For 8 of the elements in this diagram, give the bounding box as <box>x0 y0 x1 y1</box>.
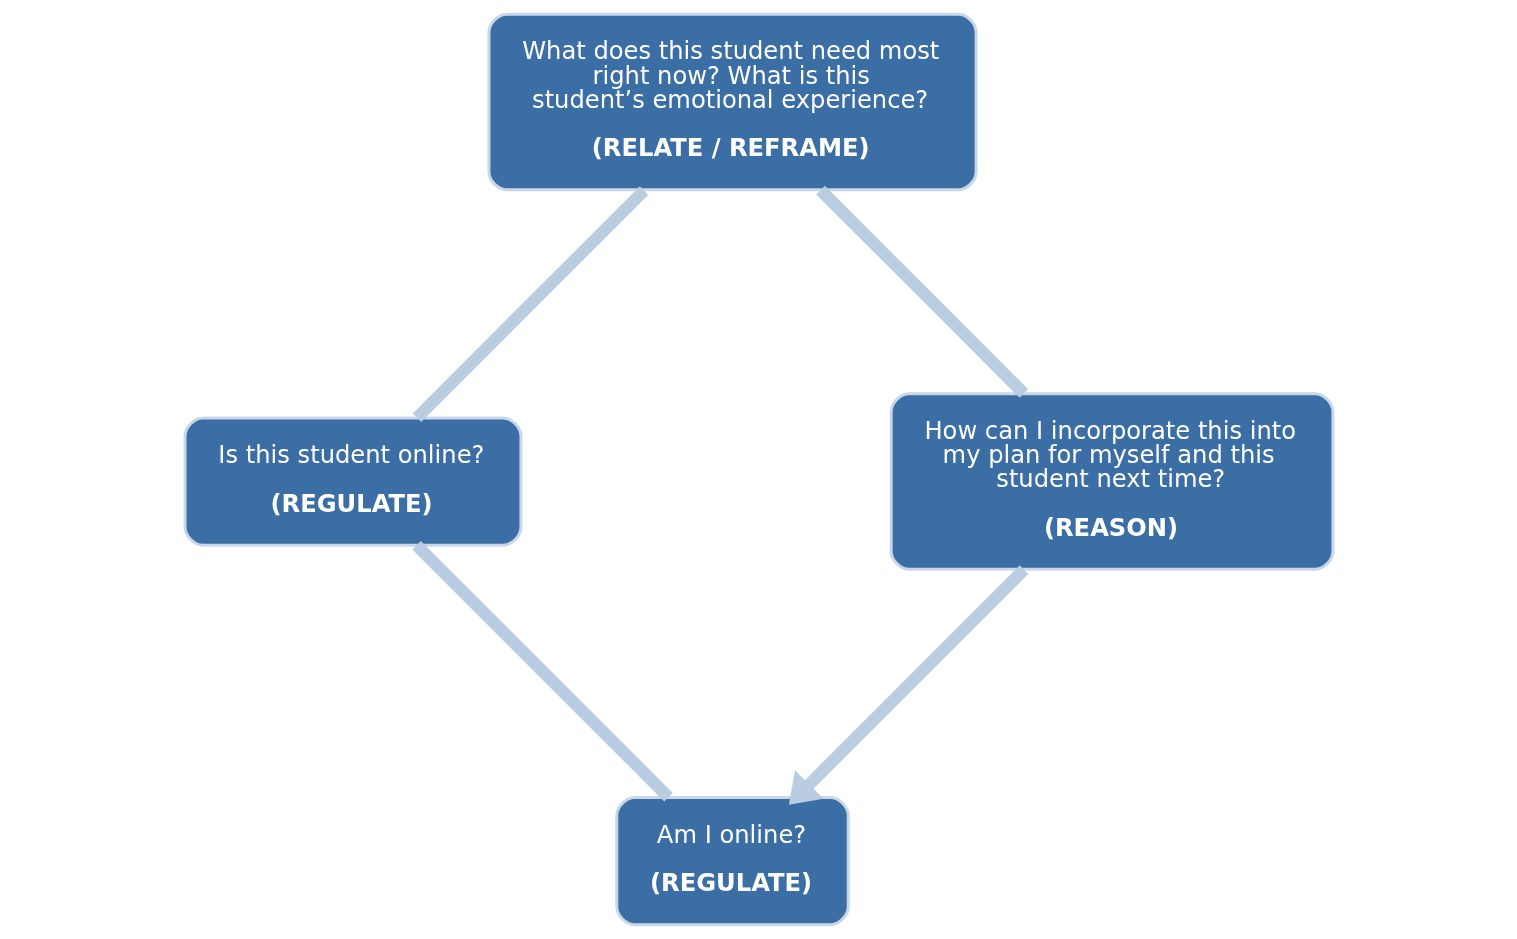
node-box: How can I incorporate this into my plan for myself and this student next time? (REASON) <box>889 392 1334 571</box>
node-box: What does this student need most right now? What is this student’s emotional experience? (RELATE / REFRAME) <box>486 12 978 192</box>
connector <box>411 540 673 802</box>
node-box: Am I online? (REGULATE) <box>614 796 850 927</box>
node-box: Is this student online? (REGULATE) <box>183 416 522 547</box>
connector <box>412 186 648 422</box>
connector <box>815 185 1028 398</box>
arrow <box>788 565 1028 805</box>
